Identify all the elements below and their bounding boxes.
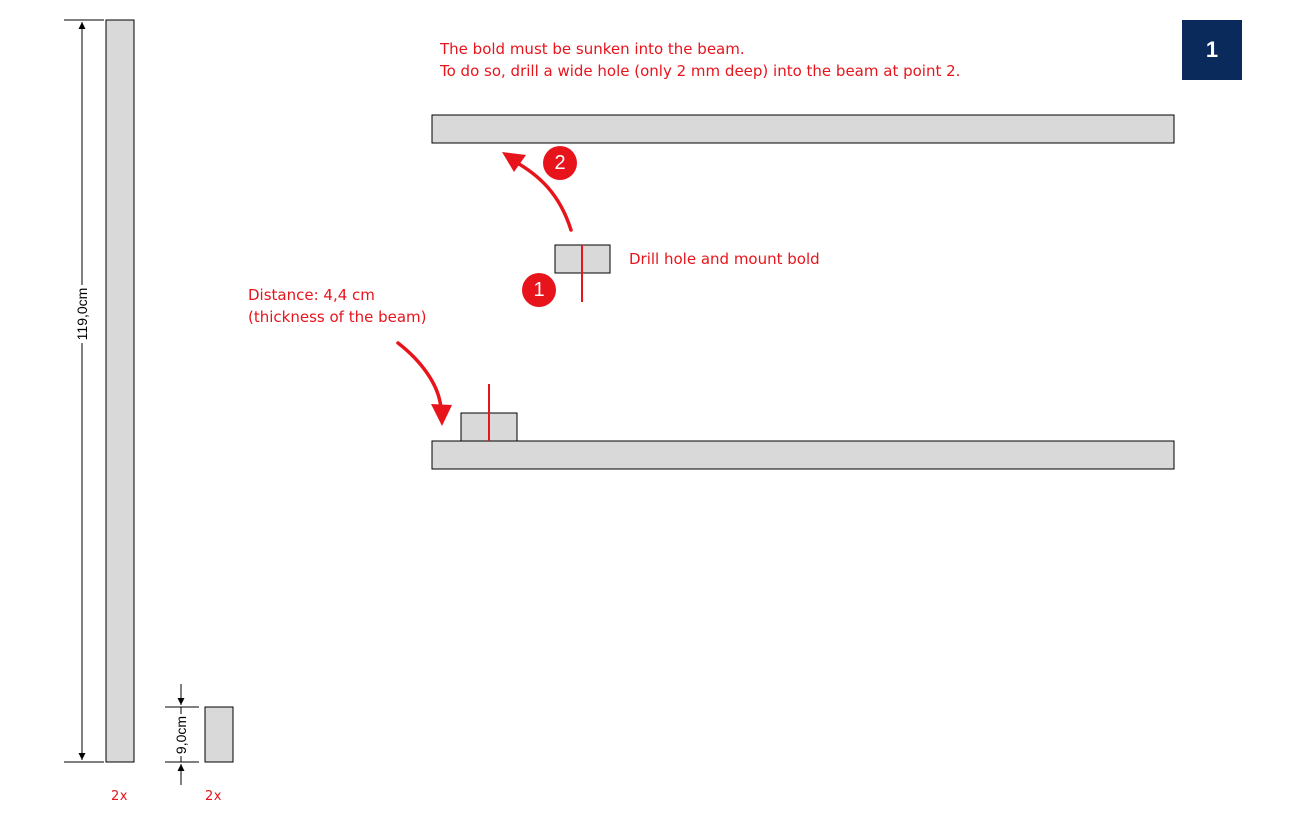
long-beam-quantity: 2x xyxy=(111,789,128,804)
short-block-quantity: 2x xyxy=(205,789,222,804)
long-beam-part xyxy=(105,19,135,763)
bottom-beam xyxy=(431,440,1175,470)
short-block-part xyxy=(204,706,234,763)
short-block-dimension-label: 9,0cm xyxy=(173,713,189,757)
marker-point-2 xyxy=(543,146,577,180)
marker-point-1-label: 1 xyxy=(533,279,545,301)
arrow-to-mounted-block-head xyxy=(431,404,452,426)
long-beam-dimension xyxy=(64,19,104,763)
distance-line-2: (thickness of the beam) xyxy=(248,308,427,326)
marker-point-2-label: 2 xyxy=(554,152,566,174)
instruction-line-1: The bold must be sunken into the beam. xyxy=(440,40,745,58)
distance-line-1: Distance: 4,4 cm xyxy=(248,286,375,304)
distance-label: Distance: 4,4 cm (thickness of the beam) xyxy=(248,284,427,328)
marker-point-1 xyxy=(522,273,556,307)
top-beam xyxy=(431,114,1175,144)
instruction-line-2: To do so, drill a wide hole (only 2 mm d… xyxy=(440,62,961,80)
drill-label: Drill hole and mount bold xyxy=(629,250,820,268)
long-beam-dimension-label: 119,0cm xyxy=(74,285,90,343)
arrow-to-point-2-head xyxy=(502,152,526,172)
step-number: 1 xyxy=(1205,37,1219,62)
instruction-text: The bold must be sunken into the beam. T… xyxy=(440,38,960,82)
step-number-badge: 1 xyxy=(1182,20,1242,80)
arrow-to-point-2 xyxy=(510,158,573,232)
arrow-to-mounted-block xyxy=(396,341,443,412)
